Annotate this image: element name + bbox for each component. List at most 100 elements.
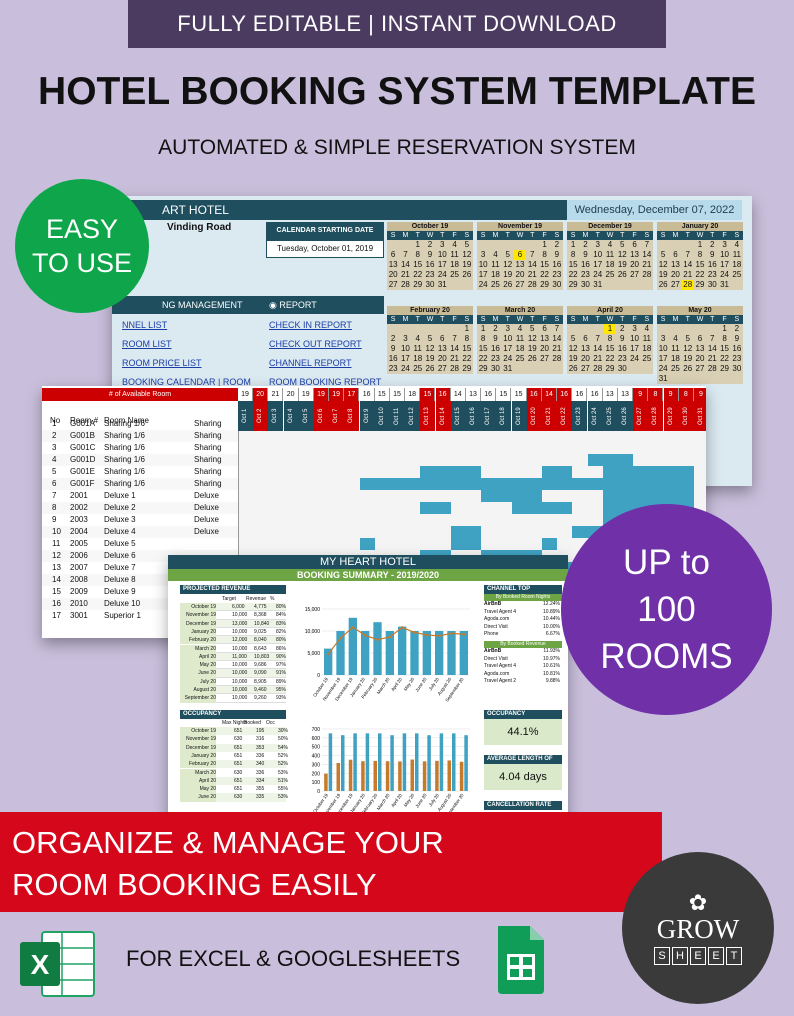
room-cell: Sharing 1/6 xyxy=(104,455,145,464)
x-tick-label: June 20 xyxy=(414,676,428,692)
calendar-day: 2 xyxy=(710,240,715,249)
month-cell: November 19 xyxy=(180,735,216,744)
value-cell: 336 xyxy=(256,752,265,759)
y-tick-label: 200 xyxy=(312,771,321,777)
report-link[interactable]: ROOM BOOKING REPORT xyxy=(269,377,382,387)
weekday-label: M xyxy=(582,232,589,239)
weekday-label: T xyxy=(440,232,445,239)
calendar-day: 12 xyxy=(683,344,693,353)
booked-bar xyxy=(410,759,414,791)
calendar-day: 4 xyxy=(452,240,457,249)
calendar-month-title: November 19 xyxy=(477,222,563,231)
available-count: 15 xyxy=(420,388,436,401)
calendar-day: 2 xyxy=(554,240,560,249)
weekday-label: T xyxy=(505,316,510,323)
calendar-day: 24 xyxy=(437,270,447,279)
target-bar xyxy=(447,631,456,675)
calendar-day: 22 xyxy=(540,270,550,279)
weekday-label: S xyxy=(644,232,650,239)
available-count: 13 xyxy=(618,388,633,401)
report-link[interactable]: CHECK OUT REPORT xyxy=(269,339,362,349)
calendar-day: 24 xyxy=(593,270,603,279)
room-cell: G001A xyxy=(70,419,95,428)
calendar-day: 26 xyxy=(527,354,537,363)
value-cell: 10,000 xyxy=(232,662,248,669)
month-cell: February 20 xyxy=(180,636,216,645)
value-cell: 10,000 xyxy=(232,678,248,685)
calendar-day: 22 xyxy=(695,270,705,279)
calendar-day: 31 xyxy=(720,280,730,289)
value-cell: 95% xyxy=(276,687,287,693)
calendar-day: 10 xyxy=(658,344,668,353)
logo-letter: T xyxy=(726,946,742,965)
booking-block xyxy=(602,466,694,478)
calendar-day: 28 xyxy=(527,280,537,289)
value-cell: 30% xyxy=(278,728,289,734)
dashboard-main-screenshot: ART HOTEL Wednesday, December 07, 2022 V… xyxy=(112,196,752,486)
calendar-day: 17 xyxy=(503,344,513,353)
available-count: 14 xyxy=(542,388,557,401)
report-link[interactable]: CHANNEL REPORT xyxy=(269,358,352,368)
calendar-day: 9 xyxy=(554,250,560,259)
room-cell: 2001 xyxy=(70,491,88,500)
available-count: 19 xyxy=(298,388,314,401)
booking-block xyxy=(481,490,542,502)
month-cell: August 20 xyxy=(180,686,216,695)
header-room-number: Room # xyxy=(70,416,99,425)
channel-name: Agoda.com xyxy=(484,616,510,622)
calendar-day: 15 xyxy=(478,344,488,353)
calendar-day: 10 xyxy=(593,250,603,259)
calendar-day: 21 xyxy=(552,344,562,353)
value-cell: 195 xyxy=(256,728,265,734)
room-cell: G001E xyxy=(70,467,95,476)
calendar-day: 28 xyxy=(593,364,603,373)
day-label: Oct 2 xyxy=(253,401,269,431)
weekday-label: S xyxy=(480,316,486,323)
nav-link[interactable]: ROOM PRICE LIST xyxy=(122,358,202,368)
revenue-point xyxy=(425,633,429,637)
calendar-day: 14 xyxy=(400,260,410,269)
x-tick-label: March 20 xyxy=(376,792,391,811)
calendar-day: 4 xyxy=(517,324,523,333)
calendar-day: 9 xyxy=(390,344,396,353)
calendar-day: 23 xyxy=(490,354,500,363)
calendar-day: 17 xyxy=(658,354,668,363)
calendar-day: 9 xyxy=(710,250,715,259)
available-count: 13 xyxy=(602,388,618,401)
calendar-day xyxy=(669,240,681,250)
calendar-day: 18 xyxy=(490,270,500,279)
nav-link[interactable]: NNEL LIST xyxy=(122,320,168,330)
booked-bar xyxy=(324,773,328,791)
value-cell: 13,000 xyxy=(232,620,248,627)
weekday-label: T xyxy=(620,316,625,323)
logo-word-grow: GROW xyxy=(656,913,740,944)
hotel-address: Vinding Road xyxy=(167,222,232,233)
report-link[interactable]: CHECK IN REPORT xyxy=(269,320,352,330)
calendar-day: 24 xyxy=(630,354,640,363)
channel-name: Travel Agent 4 xyxy=(484,608,517,615)
value-cell: 651 xyxy=(234,752,243,759)
calendar-start-input[interactable]: Tuesday, October 01, 2019 xyxy=(266,240,384,258)
calendar-day: 14 xyxy=(593,344,603,353)
calendar-day: 7 xyxy=(710,334,715,343)
room-cell: 3001 xyxy=(70,611,88,620)
day-label: Oct 5 xyxy=(298,401,314,431)
nav-link[interactable]: ROOM LIST xyxy=(122,339,172,349)
value-cell: 84% xyxy=(276,612,287,619)
day-label: Oct 26 xyxy=(618,401,633,431)
calendar-day: 15 xyxy=(695,260,705,269)
weekday-label: W xyxy=(516,232,524,239)
booked-bar xyxy=(373,760,377,791)
calendar-day: 20 xyxy=(580,354,590,363)
calendar-day: 6 xyxy=(440,334,445,343)
calendar-day: 7 xyxy=(554,324,560,333)
banner-line1: ORGANIZE & MANAGE YOUR xyxy=(12,825,444,860)
calendar-day: 7 xyxy=(595,334,600,343)
nav-link[interactable]: BOOKING CALENDAR | ROOM xyxy=(122,377,251,387)
